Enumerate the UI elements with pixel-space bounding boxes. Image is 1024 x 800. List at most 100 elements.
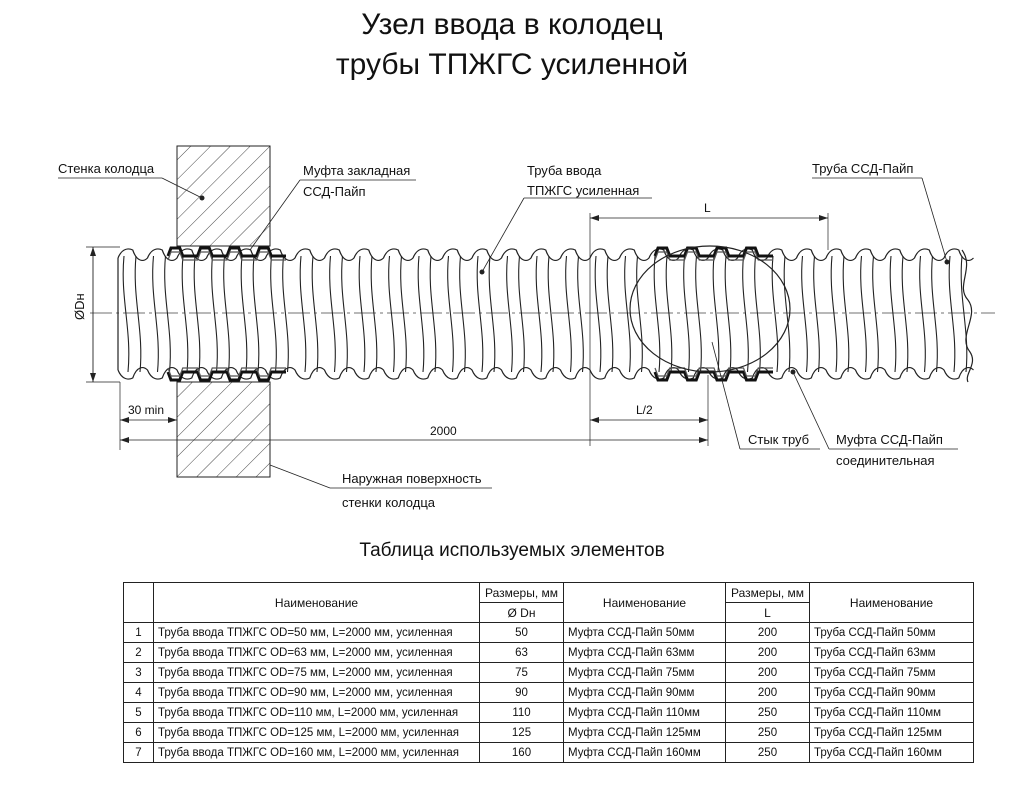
diameter-label: ØDн — [72, 293, 87, 320]
coupling-name: Муфта ССД-Пайп 90мм — [563, 682, 726, 703]
pipe-rib — [830, 255, 838, 373]
pipe-rib — [712, 255, 720, 373]
pipe-rib — [311, 255, 319, 373]
well-wall — [176, 145, 271, 478]
length-value: 200 — [725, 642, 810, 663]
pipe-rib — [577, 255, 584, 373]
dim-2000 — [120, 437, 708, 443]
pipe-rib — [488, 255, 496, 373]
pipe-rib — [417, 255, 425, 373]
pipe-rib — [506, 255, 513, 373]
table-subheader-row: Ø Dн L — [124, 602, 974, 623]
pipe-rib — [240, 255, 248, 373]
label-embedded-coupling-1: Муфта закладная — [303, 163, 410, 178]
pipe-rib — [400, 255, 407, 373]
header-num — [123, 582, 154, 623]
label-inlet-pipe-1: Труба ввода — [527, 163, 602, 178]
pipe-rib — [211, 255, 218, 373]
title-line-1: Узел ввода в колодец — [361, 8, 663, 41]
dim-L2 — [590, 375, 709, 446]
couplings — [166, 246, 773, 382]
ssd-pipe-name: Труба ССД-Пайп 125мм — [809, 722, 974, 743]
pipe-rib — [341, 255, 348, 373]
pipe-rib — [624, 255, 631, 373]
length-value: 200 — [725, 622, 810, 643]
pipe-rib — [193, 255, 201, 373]
connecting-coupling-bottom-inner — [654, 367, 773, 377]
dim-30-min-label: 30 min — [128, 403, 164, 417]
pipe-rib — [872, 255, 879, 373]
pipe-rib — [889, 255, 897, 373]
pipe-rib — [606, 255, 614, 373]
leader-ssd-pipe — [812, 177, 950, 265]
pipe-rib — [370, 255, 378, 373]
pipe-rib — [358, 255, 366, 373]
pipe-rib — [152, 255, 159, 373]
dim-2000-label: 2000 — [430, 424, 457, 438]
coupling-detail-circle — [629, 245, 791, 373]
leader-outer-surface — [269, 464, 492, 489]
diameter-value: 125 — [479, 722, 564, 743]
pipe-rib — [742, 255, 749, 373]
row-number: 2 — [123, 642, 154, 663]
diameter-dimension — [86, 246, 120, 383]
leader-pipe-joint — [711, 341, 820, 450]
row-number: 7 — [123, 742, 154, 763]
pipe-rib — [447, 255, 454, 373]
dim-L2-label: L/2 — [636, 403, 653, 417]
row-number: 3 — [123, 662, 154, 683]
pipe-rib — [565, 255, 572, 373]
pipe-rib — [122, 255, 130, 373]
label-outer-surface-2: стенки колодца — [342, 495, 436, 510]
pipe-rib — [901, 255, 909, 373]
coupling-name: Муфта ССД-Пайп 110мм — [563, 702, 726, 723]
row-number: 5 — [123, 702, 154, 723]
pipe-rib — [299, 255, 307, 373]
ssd-pipe-name: Труба ССД-Пайп 50мм — [809, 622, 974, 643]
inlet-pipe-name: Труба ввода ТПЖГС OD=125 мм, L=2000 мм, … — [153, 722, 480, 743]
inlet-pipe-name: Труба ввода ТПЖГС OD=160 мм, L=2000 мм, … — [153, 742, 480, 763]
pipe-rib — [919, 255, 926, 373]
diameter-value: 160 — [479, 742, 564, 763]
pipe-rib — [164, 255, 171, 373]
header-diameter: Ø Dн — [479, 602, 564, 623]
header-name-2: Наименование — [563, 582, 726, 623]
length-value: 250 — [725, 702, 810, 723]
embedded-coupling-top — [166, 246, 286, 258]
label-connecting-coupling-2: соединительная — [836, 453, 935, 468]
label-ssd-pipe: Труба ССД-Пайп — [812, 161, 913, 176]
diameter-value: 110 — [479, 702, 564, 723]
inlet-pipe-name: Труба ввода ТПЖГС OD=50 мм, L=2000 мм, у… — [153, 622, 480, 643]
dim-L-label: L — [704, 201, 711, 215]
label-outer-surface-1: Наружная поверхность — [342, 471, 482, 486]
pipe-rib — [459, 255, 466, 373]
ssd-pipe-name: Труба ССД-Пайп 90мм — [809, 682, 974, 703]
pipe-rib — [724, 255, 732, 373]
row-number: 6 — [123, 722, 154, 743]
coupling-name: Муфта ССД-Пайп 75мм — [563, 662, 726, 683]
embedded-coupling-top-inner — [167, 251, 286, 261]
pipe-rib — [931, 255, 938, 373]
leader-inlet-pipe — [479, 197, 652, 275]
inlet-pipe-name: Труба ввода ТПЖГС OD=90 мм, L=2000 мм, у… — [153, 682, 480, 703]
embedded-coupling-bottom-inner — [167, 367, 286, 377]
diameter-value: 63 — [479, 642, 564, 663]
table-header-row: Наименование Размеры, мм Наименование Ра… — [123, 582, 974, 623]
inlet-pipe-name: Труба ввода ТПЖГС OD=110 мм, L=2000 мм, … — [153, 702, 480, 723]
diameter-value: 75 — [479, 662, 564, 683]
ssd-pipe-name: Труба ССД-Пайп 160мм — [809, 742, 974, 763]
header-name-1: Наименование — [153, 582, 480, 623]
pipe-rib — [695, 255, 702, 373]
inlet-pipe-name: Труба ввода ТПЖГС OD=63 мм, L=2000 мм, у… — [153, 642, 480, 663]
pipe-rib — [813, 255, 820, 373]
pipe-rib — [329, 255, 336, 373]
coupling-name: Муфта ССД-Пайп 125мм — [563, 722, 726, 743]
well-inlet-drawing: ØDн 30 min 2000 L L/2 Стенка колодца — [58, 145, 995, 510]
pipe-rib — [653, 255, 661, 373]
length-value: 250 — [725, 742, 810, 763]
coupling-name: Муфта ССД-Пайп 63мм — [563, 642, 726, 663]
